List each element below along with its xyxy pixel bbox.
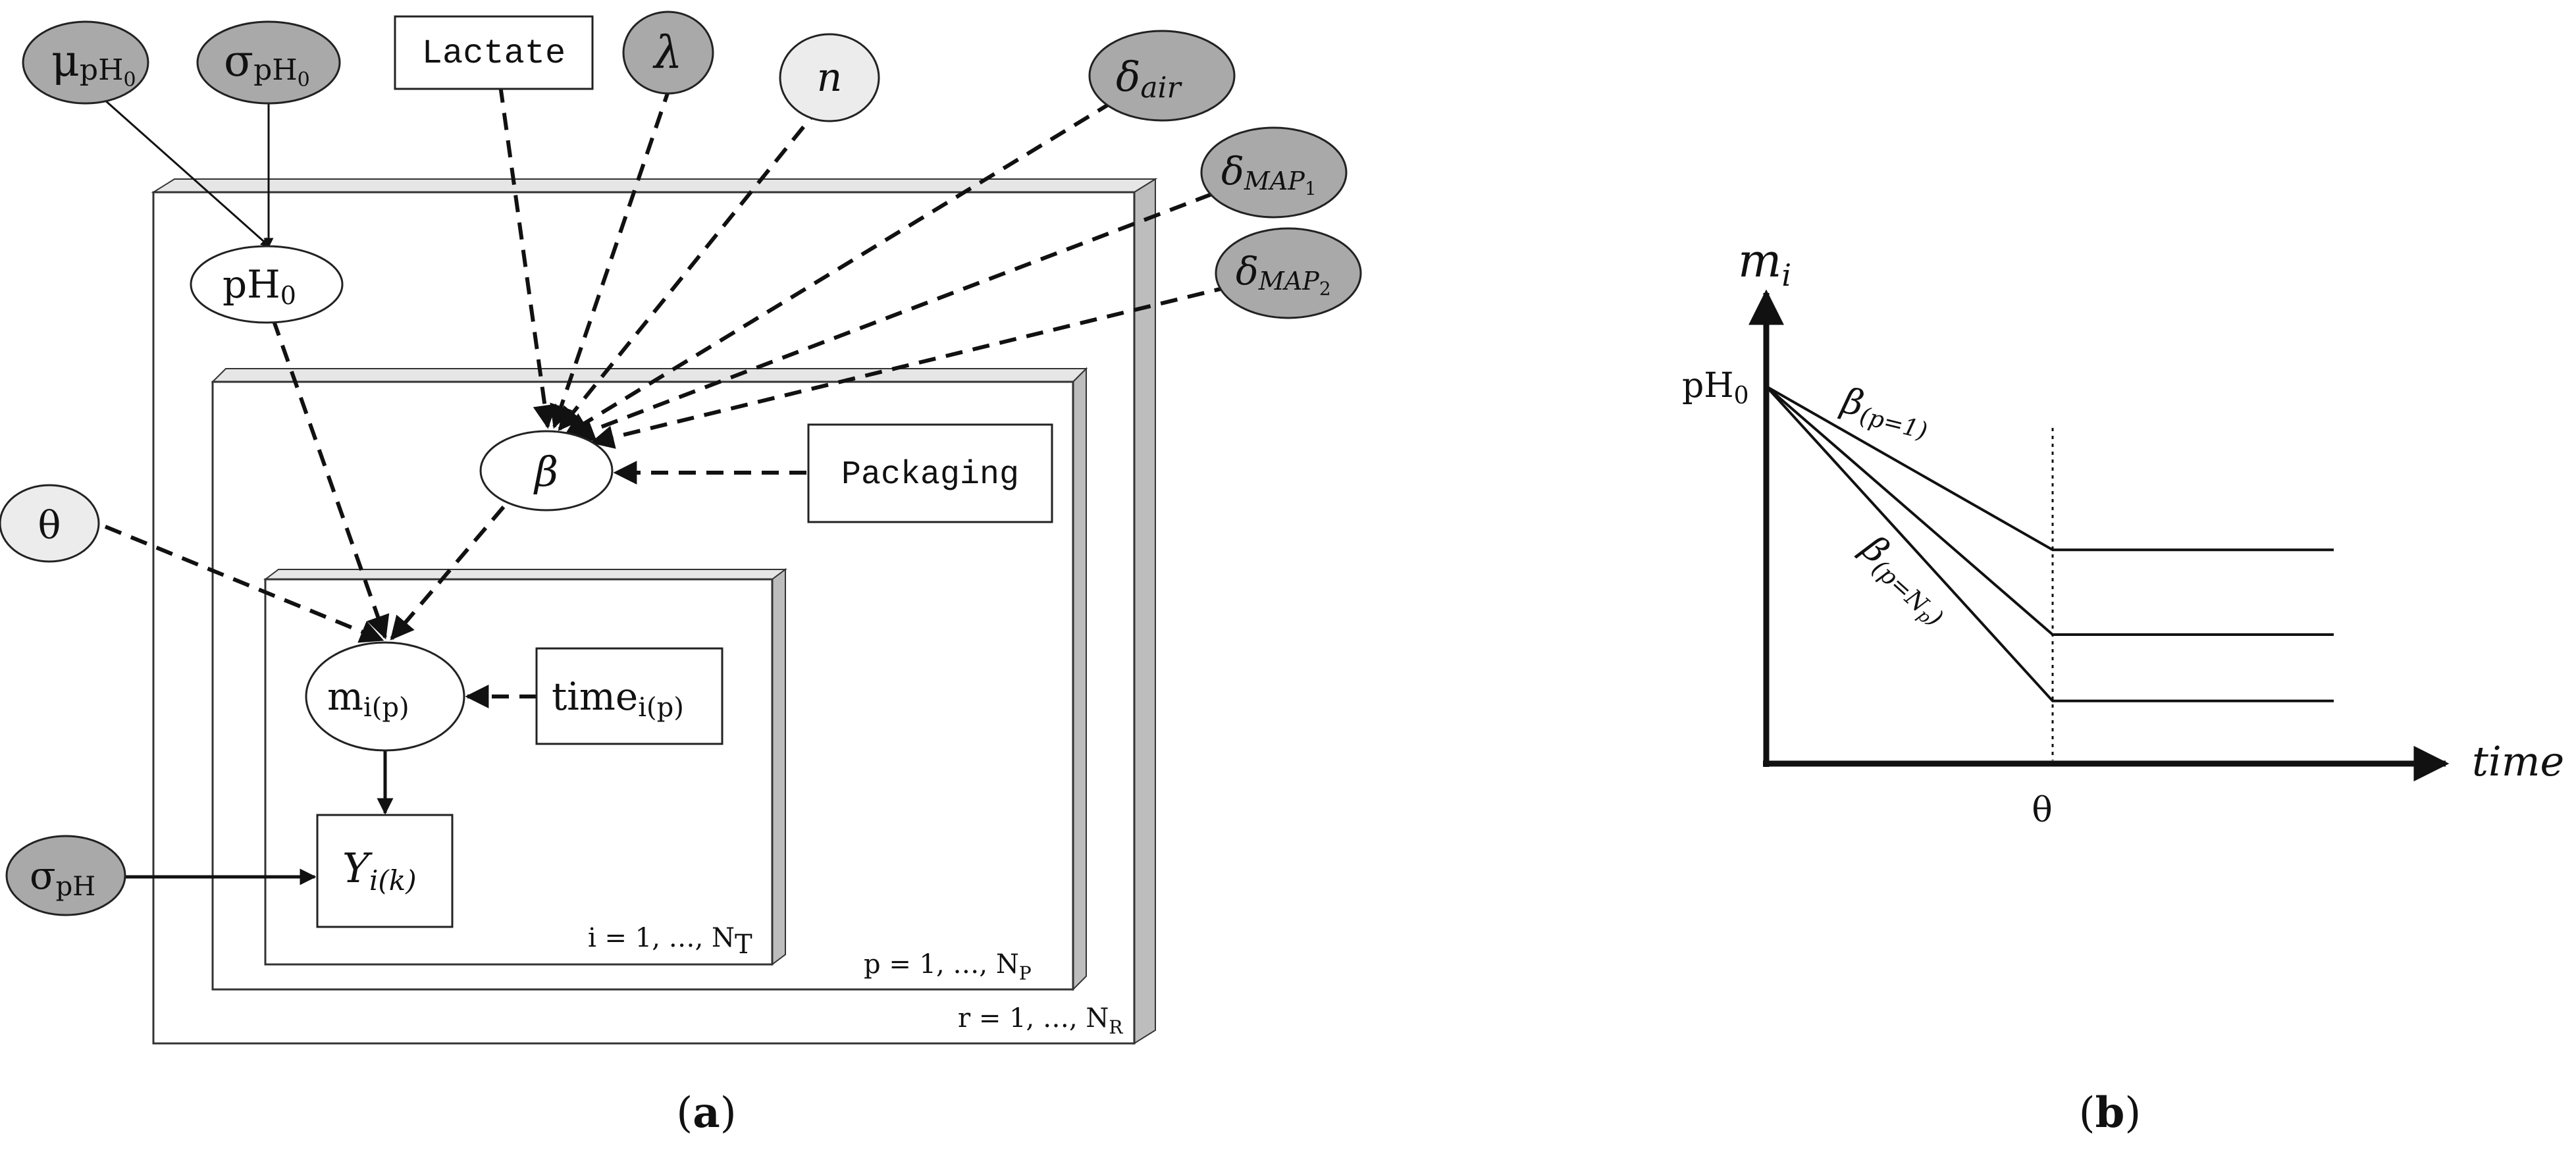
series-line-3 [1765, 385, 2334, 702]
edge-mu-ph0 [92, 88, 271, 248]
x-axis-label: time [2472, 737, 2564, 785]
panel-b-chart: mi time pH0 θ β(p=1) β(p=Np) [1682, 234, 2564, 830]
svg-text:Packaging: Packaging [841, 456, 1019, 494]
svg-text:n: n [817, 55, 843, 101]
node-delta-map1: δMAP1 [1200, 126, 1348, 219]
plate-outer-label: r = 1, …, NR [958, 1003, 1123, 1038]
edge-lambda-beta [550, 85, 672, 429]
svg-text:μpH0: μpH0 [51, 36, 136, 92]
node-theta: θ [0, 484, 100, 563]
node-beta: β [479, 430, 614, 511]
edge-lactate-beta [498, 85, 557, 429]
svg-text:Lactate: Lactate [422, 34, 565, 73]
svg-text:δMAP2: δMAP2 [1236, 249, 1331, 300]
edges [92, 85, 1239, 885]
svg-text:σpH: σpH [30, 853, 95, 902]
node-n: n [779, 33, 880, 122]
svg-text:δair: δair [1116, 53, 1183, 105]
edge-delta-air-beta [564, 100, 1114, 436]
series-line-1 [1766, 385, 2334, 552]
svg-text:mi(p): mi(p) [327, 674, 409, 723]
node-time: timei(p) [535, 647, 723, 745]
node-m: mi(p) [305, 641, 465, 752]
series-lines [1765, 385, 2334, 702]
start-label: pH0 [1682, 366, 1749, 409]
edge-n-beta [558, 104, 823, 431]
svg-text:λ: λ [652, 27, 682, 79]
svg-text:σpH0: σpH0 [224, 36, 310, 92]
edge-ph0-m [271, 319, 390, 640]
plate-middle-label: p = 1, …, NP [864, 949, 1032, 984]
node-lambda: λ [622, 11, 714, 95]
node-y: Yi(k) [316, 814, 454, 928]
beta-top-label: β(p=1) [1835, 379, 1934, 445]
plate-inner-label: i = 1, …, NT [588, 923, 752, 960]
node-delta-air: δair [1088, 30, 1236, 122]
node-sigma-ph0: σpH0 [196, 20, 341, 105]
svg-text:δMAP1: δMAP1 [1221, 149, 1317, 199]
caption-b: (b) [2079, 1088, 2142, 1138]
edge-beta-m [390, 506, 506, 641]
theta-label: θ [2032, 791, 2052, 830]
svg-text:pH0: pH0 [223, 262, 296, 310]
svg-text:timei(p): timei(p) [552, 674, 684, 723]
node-packaging: Packaging [807, 423, 1053, 523]
y-axis-label: mi [1738, 234, 1791, 293]
node-sigma-ph: σpH [5, 835, 126, 916]
edge-delta-map1-beta [570, 182, 1239, 442]
edge-theta-m [104, 525, 384, 643]
node-lactate: Lactate [394, 15, 594, 90]
node-delta-map2: δMAP2 [1215, 227, 1362, 319]
svg-text:β: β [533, 448, 558, 496]
node-mu-ph0: μpH0 [22, 20, 149, 105]
caption-a: (a) [676, 1088, 736, 1138]
series-line-2 [1765, 385, 2334, 636]
svg-text:Yi(k): Yi(k) [342, 844, 417, 897]
svg-text:θ: θ [38, 503, 61, 548]
node-ph0: pH0 [190, 245, 344, 324]
